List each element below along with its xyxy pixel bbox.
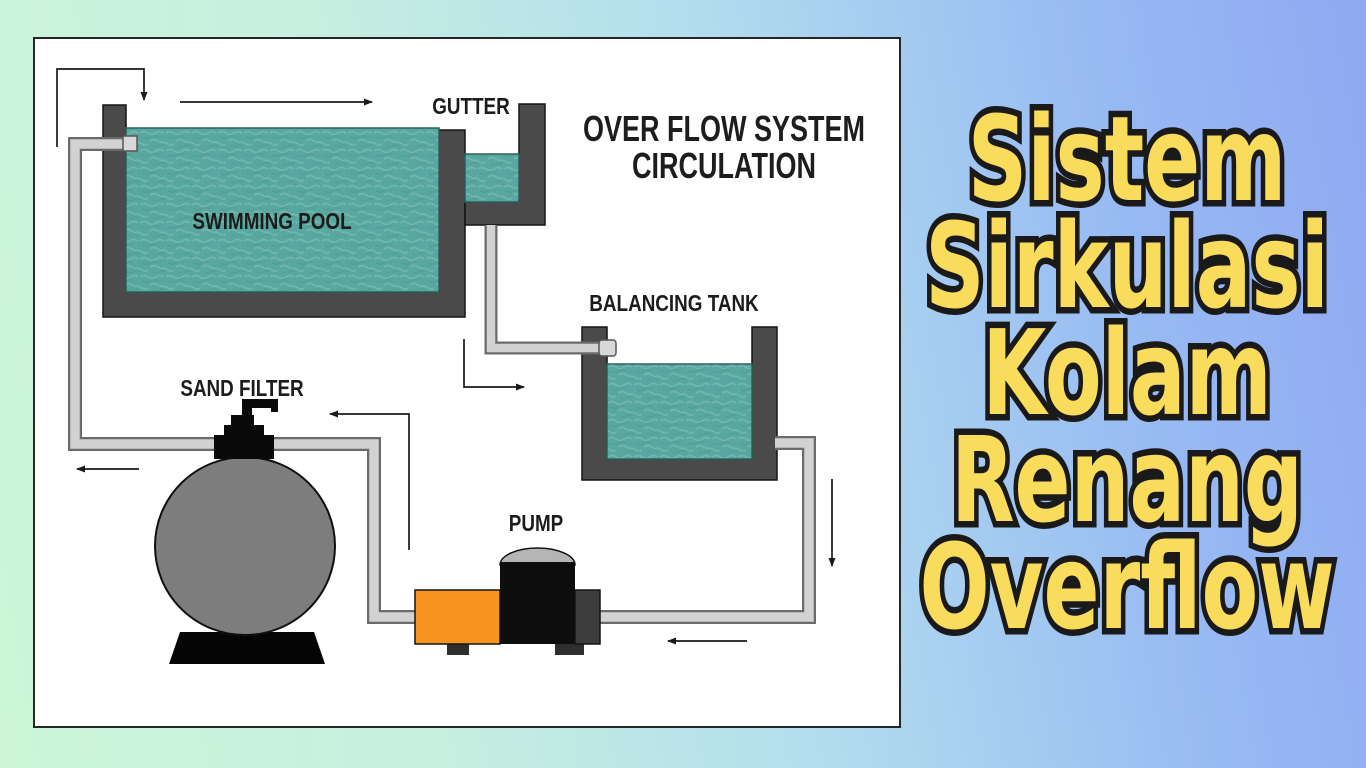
sand-filter-base: [169, 632, 325, 664]
pump-motor: [500, 562, 575, 644]
diagram-title-line1: OVER FLOW SYSTEM: [582, 108, 866, 149]
pump-outlet-block: [574, 589, 601, 645]
pump: [414, 547, 601, 655]
flow-arrow-into-tank: [463, 339, 525, 391]
balancing-tank-water: [606, 363, 753, 460]
pump-foot-left: [447, 643, 469, 655]
diagram-panel: [33, 37, 901, 728]
circulation-diagram: [56, 68, 836, 664]
swimming-pool-water: [125, 127, 440, 293]
pump-motor-cap: [499, 547, 576, 566]
caption-line-1: Sistem: [963, 90, 1291, 228]
flow-arrow-pool-inlet: [56, 68, 148, 147]
flow-arrow-to-filter: [329, 410, 410, 550]
gutter-drain-pipe: [484, 225, 603, 355]
label-swimming-pool: SWIMMING POOL: [192, 208, 352, 234]
caption-line-4: Renang: [946, 411, 1307, 549]
caption-title: Sistem Sirkulasi Kolam Renang Overflow: [915, 90, 1339, 656]
sand-filter-valve: [214, 399, 278, 459]
pump-body: [414, 589, 501, 645]
gutter-water: [464, 153, 520, 203]
suction-pipe: [587, 436, 816, 624]
caption-line-2: Sirkulasi: [921, 197, 1334, 335]
label-pump: PUMP: [508, 510, 564, 536]
pool-inlet-fitting: [122, 135, 138, 152]
label-sand-filter: SAND FILTER: [180, 375, 304, 401]
caption-line-5: Overflow: [915, 518, 1339, 656]
flow-arrows: [56, 68, 836, 645]
diagram-title: OVER FLOW SYSTEM CIRCULATION: [583, 110, 865, 184]
tank-inlet-fitting: [598, 339, 617, 357]
diagram-title-line2: CIRCULATION: [632, 145, 816, 186]
sand-filter-tank: [154, 456, 336, 636]
caption-line-3: Kolam: [978, 304, 1277, 442]
label-gutter: GUTTER: [432, 93, 510, 119]
pump-foot-right: [555, 643, 584, 655]
sand-filter: [154, 399, 336, 664]
label-balancing-tank: BALANCING TANK: [589, 290, 759, 316]
